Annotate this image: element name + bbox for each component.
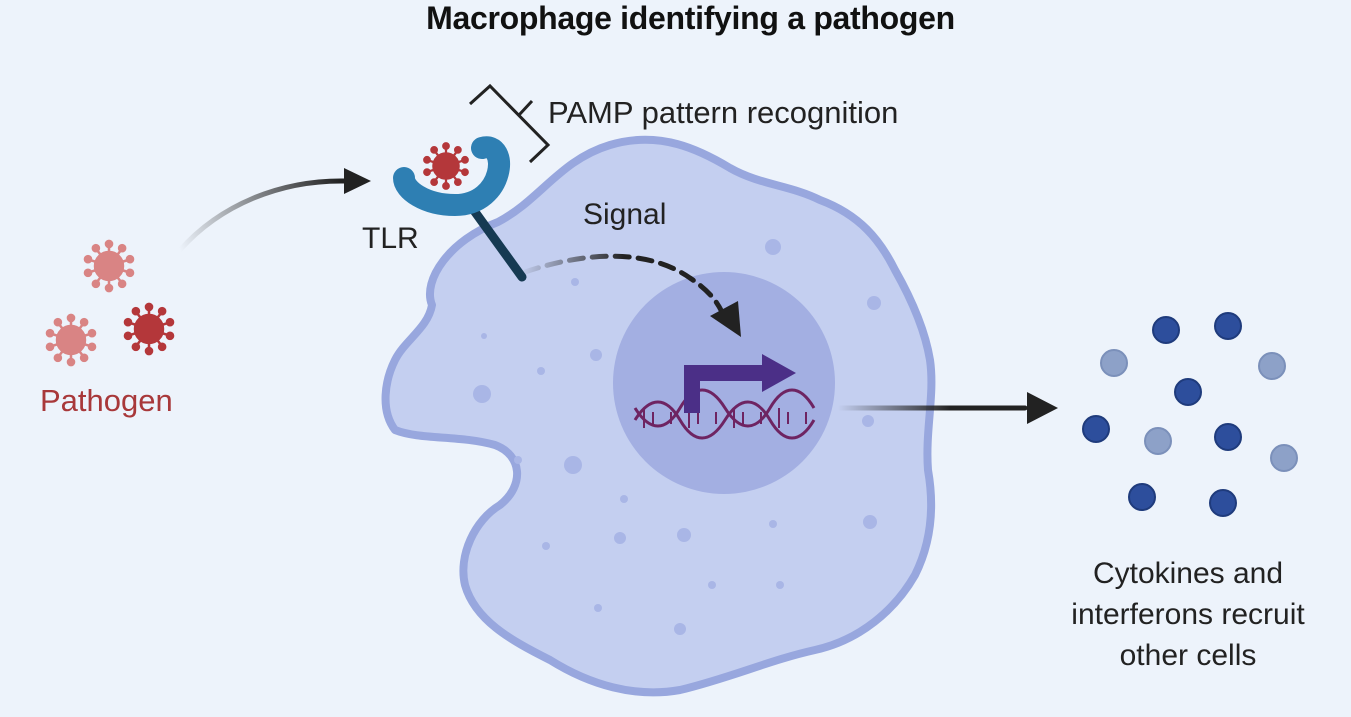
- pathogen-virus-icon: [82, 238, 136, 294]
- pathogen-to-receptor-arrow: [177, 168, 371, 253]
- dna-helix-icon: [633, 388, 816, 440]
- page-title: Macrophage identifying a pathogen: [426, 0, 955, 36]
- cytokine-dot-icon: [1214, 312, 1242, 340]
- cytokine-dot-icon: [1214, 423, 1242, 451]
- interferon-dot-icon: [1270, 444, 1298, 472]
- interferon-dot-icon: [1144, 427, 1172, 455]
- toll-like-receptor-icon: [393, 136, 527, 282]
- cytokine-dot-icon: [1209, 489, 1237, 517]
- cytokine-dot-icon: [1082, 415, 1110, 443]
- cytokine-cluster: [1082, 312, 1298, 517]
- interferon-dot-icon: [1100, 349, 1128, 377]
- cytokines-label-line: other cells: [1119, 639, 1257, 672]
- cell-vesicles: [473, 239, 881, 635]
- cytokine-dot-icon: [1152, 316, 1180, 344]
- interferon-dot-icon: [1258, 352, 1286, 380]
- pamp-bracket-icon: [468, 83, 551, 164]
- cytokines-label-line: interferons recruit: [1071, 598, 1305, 631]
- pamp-label: PAMP pattern recognition: [548, 95, 899, 130]
- bound-virus-icon: [422, 141, 470, 191]
- promoter-arrow-icon: [684, 354, 796, 413]
- cytokines-label-line: Cytokines and: [1092, 557, 1284, 590]
- cytokine-release-arrow: [835, 392, 1058, 424]
- signal-label: Signal: [583, 198, 667, 231]
- pathogen-label: Pathogen: [40, 383, 173, 418]
- pathogen-virus-icon: [122, 301, 176, 357]
- signal-arrow: [522, 253, 741, 337]
- pathogen-virus-icon: [44, 312, 98, 368]
- cytokines-label: Cytokines and interferons recruit other …: [1043, 553, 1333, 676]
- tlr-label: TLR: [362, 222, 419, 255]
- cytokine-dot-icon: [1128, 483, 1156, 511]
- cytokine-dot-icon: [1174, 378, 1202, 406]
- nucleus: [613, 272, 835, 494]
